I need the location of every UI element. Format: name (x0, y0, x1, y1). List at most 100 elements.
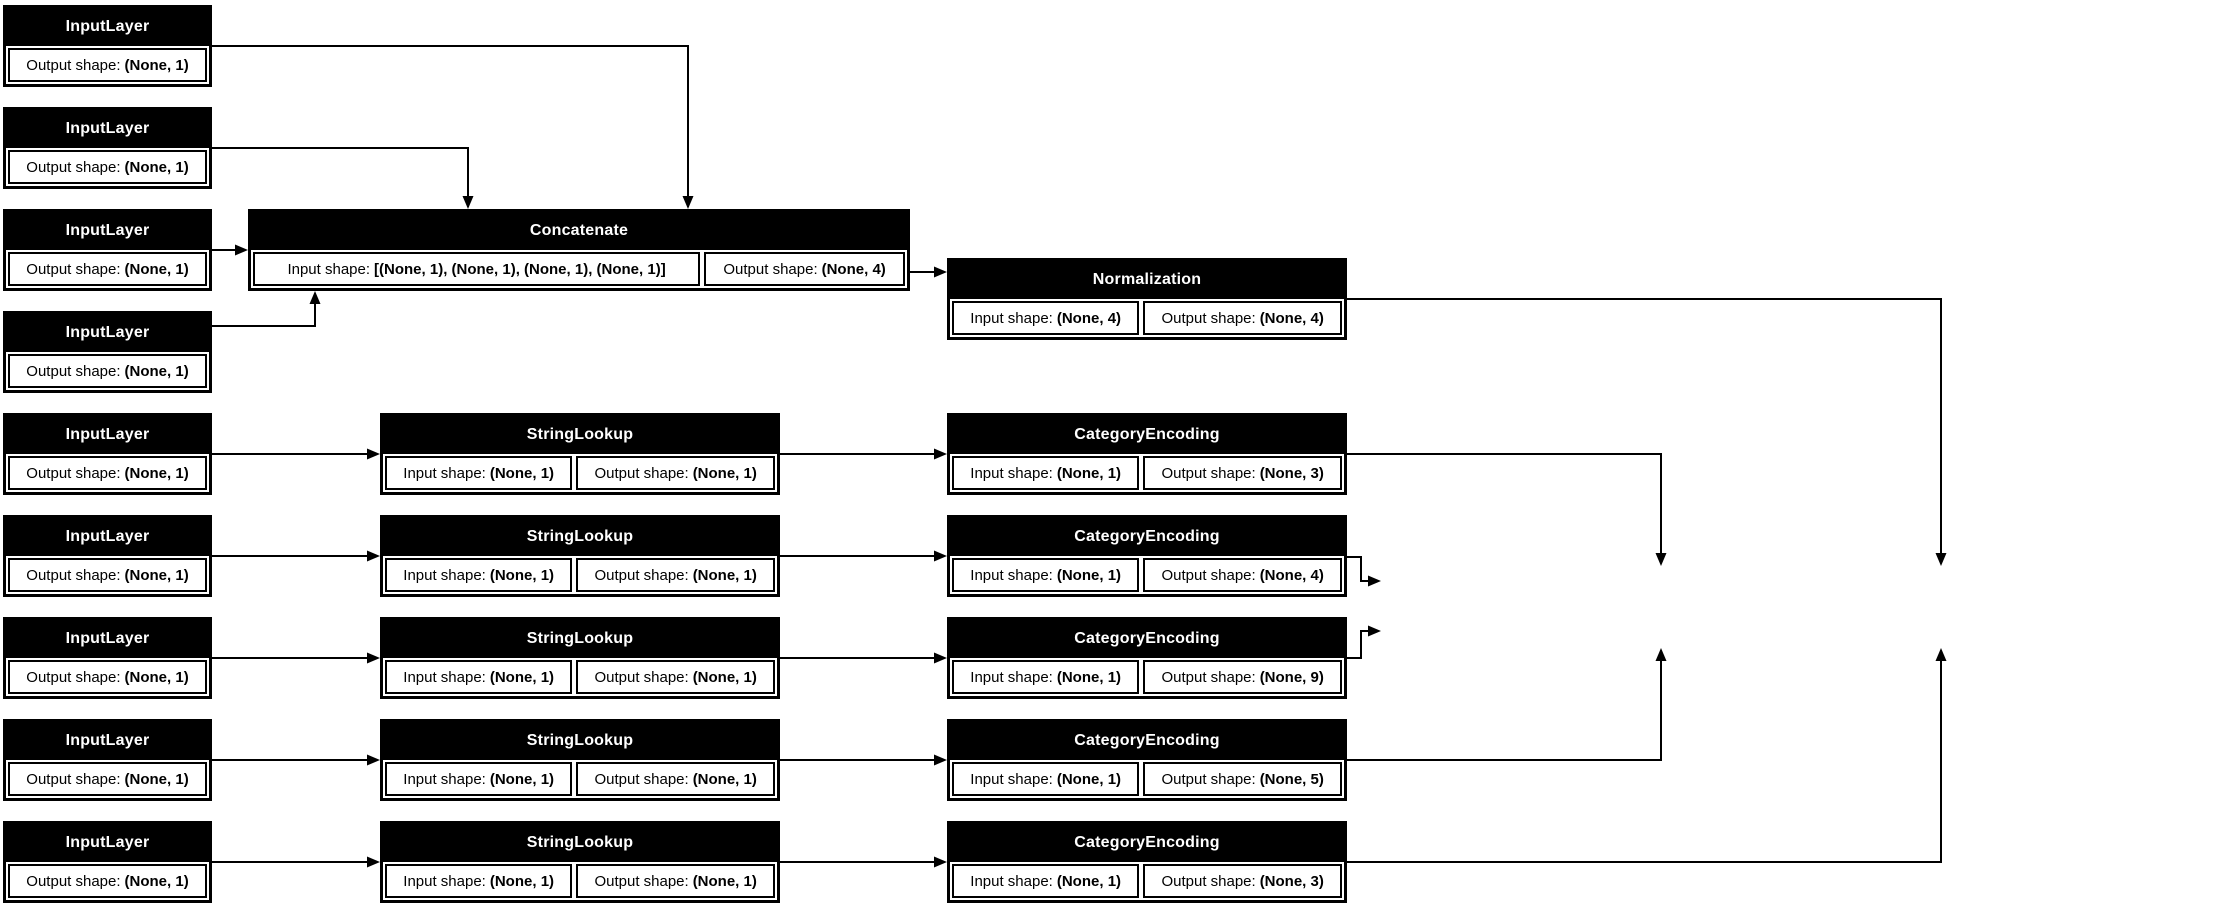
shape-label: Output shape: (26, 158, 121, 176)
node-title: StringLookup (383, 518, 777, 556)
node-shape-row: Output shape:(None, 1) (6, 148, 209, 186)
arrowhead-icon (1368, 625, 1381, 637)
edge-ce6-to-concat2 (1347, 556, 1378, 582)
arrowhead-icon (934, 550, 947, 562)
node-shape-row: Input shape:(None, 1)Output shape:(None,… (383, 760, 777, 798)
input-shape-cell: Input shape:(None, 4) (952, 301, 1140, 335)
shape-value: (None, 4) (1056, 309, 1122, 327)
arrowhead-icon (1368, 575, 1381, 587)
shape-value: (None, 1) (124, 158, 189, 176)
node-shape-row: Input shape:(None, 1)Output shape:(None,… (950, 862, 1344, 900)
shape-label: Input shape: (970, 770, 1053, 788)
node-title: InputLayer (6, 824, 209, 862)
edge-ce8-to-concat2 (1347, 651, 1662, 761)
output-shape-cell: Output shape:(None, 1) (8, 558, 207, 592)
arrowhead-icon (934, 856, 947, 868)
arrowhead-icon (1935, 648, 1947, 661)
node-shape-row: Output shape:(None, 1) (6, 352, 209, 390)
shape-value: (None, 1) (124, 566, 189, 584)
edge-ce9-to-concat2 (1347, 651, 1942, 863)
node-shape-row: Input shape:(None, 4) Output shape: (None,… (950, 299, 1344, 337)
node-shape-row: Input shape:(None, 1)Output shape:(None,… (383, 862, 777, 900)
shape-label: Output shape: (1161, 872, 1256, 890)
output-shape-cell: Output shape:(None, 4) (704, 252, 905, 286)
shape-value: (None, 1) (124, 56, 189, 74)
input-shape-cell: Input shape:(None, 1) (385, 660, 573, 694)
node-shape-row: Input shape:(None, 1)Output shape:(None,… (950, 454, 1344, 492)
arrowhead-icon (367, 856, 380, 868)
shape-label: Output shape: (26, 362, 121, 380)
shape-label: Output shape: (26, 668, 121, 686)
node-shape-row: Input shape:(None, 1)Output shape:(None,… (950, 658, 1344, 696)
output-shape-cell: Output shape:(None, 1) (8, 150, 207, 184)
shape-label: Output shape: (26, 566, 121, 584)
node-title: CategoryEncoding (950, 416, 1344, 454)
arrowhead-icon (1935, 553, 1947, 566)
node-title: InputLayer (6, 212, 209, 250)
shape-value: (None, 1) (489, 872, 555, 890)
shape-value: (None, 3) (1259, 464, 1324, 482)
input-shape-cell: Input shape:(None, 1) (385, 762, 573, 796)
output-shape-cell: Output shape:(None, 1) (576, 762, 775, 796)
shape-label: Output shape: (26, 872, 121, 890)
node-title: InputLayer (6, 620, 209, 658)
shape-label: Output shape: (26, 770, 121, 788)
input-shape-cell: Input shape:(None, 1) (952, 558, 1140, 592)
input-shape-cell: Input shape:(None, 1) (385, 864, 573, 898)
output-shape-cell: Output shape:(None, 4) (1143, 558, 1342, 592)
arrowhead-icon (934, 448, 947, 460)
arrowhead-icon (367, 754, 380, 766)
arrowhead-icon (1655, 553, 1667, 566)
shape-value: (None, 1) (124, 464, 189, 482)
shape-value: (None, 1) (692, 566, 757, 584)
input-shape-cell: Input shape:(None, 1) (952, 762, 1140, 796)
shape-value: (None, 1) (124, 668, 189, 686)
output-shape-cell: Output shape:(None, 1) (576, 456, 775, 490)
shape-label: Output shape: (594, 668, 689, 686)
output-shape-cell: Output shape:(None, 1) (8, 48, 207, 82)
node-title: Concatenate (251, 212, 907, 250)
shape-value: (None, 1) (1056, 770, 1122, 788)
output-shape-cell: Output shape:(None, 1) (8, 660, 207, 694)
node-shape-row: Output shape:(None, 1) (6, 454, 209, 492)
node-shape-row: Input shape:[(None, 1), (None, 1), (None… (251, 250, 907, 288)
shape-value: (None, 1) (489, 464, 555, 482)
arrowhead-icon (934, 266, 947, 278)
shape-label: Input shape: (403, 872, 486, 890)
node-title: CategoryEncoding (950, 824, 1344, 862)
arrowhead-icon (934, 754, 947, 766)
arrowhead-icon (682, 196, 694, 209)
node-shape-row: Input shape:(None, 1)Output shape:(None,… (383, 556, 777, 594)
shape-label: Output shape: (594, 872, 689, 890)
node-title: StringLookup (383, 416, 777, 454)
shape-label: Output shape: (1161, 309, 1256, 327)
input-shape-cell: Input shape:(None, 1) (952, 864, 1140, 898)
shape-label: Output shape: (1161, 566, 1256, 584)
edge-ce5-to-concat2 (1347, 453, 1662, 563)
shape-label: Output shape: (26, 56, 121, 74)
shape-value: (None, 1) (124, 260, 189, 278)
shape-label: Input shape: (970, 668, 1053, 686)
shape-label: Output shape: (594, 770, 689, 788)
shape-value: (None, 1) (1056, 464, 1122, 482)
shape-value: (None, 1) (489, 668, 555, 686)
output-shape-cell: Output shape:(None, 1) (576, 864, 775, 898)
output-shape-cell: Output shape:(None, 1) (8, 252, 207, 286)
shape-label: Input shape: (970, 872, 1053, 890)
input-shape-cell: Input shape:[(None, 1), (None, 1), (None… (253, 252, 701, 286)
shape-value: (None, 1) (1056, 668, 1122, 686)
shape-label: Output shape: (594, 566, 689, 584)
arrowhead-icon (367, 448, 380, 460)
